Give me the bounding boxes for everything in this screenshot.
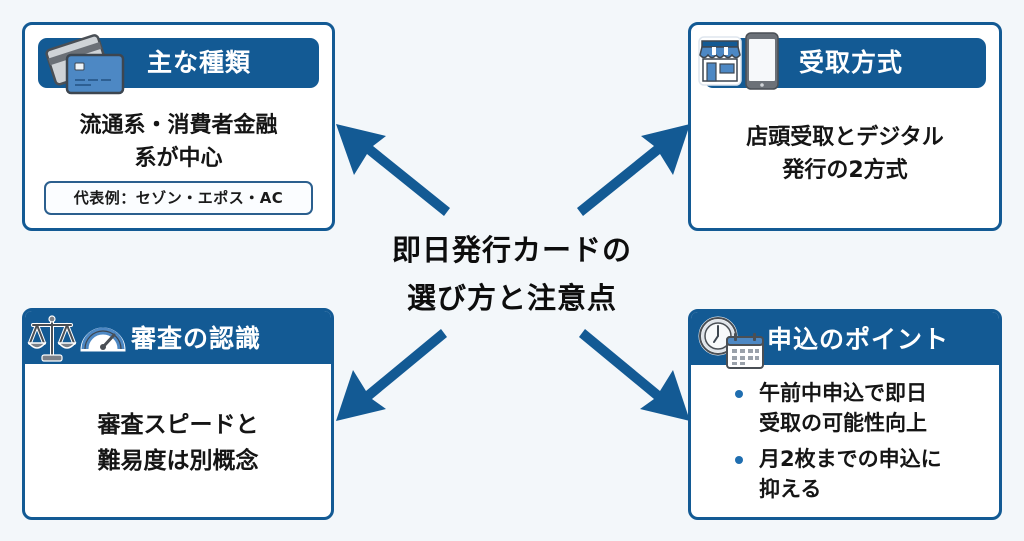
arrow-to-application — [579, 329, 690, 421]
box-body: 審査スピードと 難易度は別概念 — [25, 407, 331, 479]
bullet-dot-icon — [735, 456, 743, 464]
box-body: 店頭受取とデジタル 発行の2方式 — [691, 121, 999, 187]
bullet-line: 月2枚までの申込に — [759, 447, 942, 471]
box-title: 受取方式 — [799, 48, 904, 77]
calendar-icon — [726, 333, 764, 369]
arrow-to-types — [336, 124, 450, 216]
body-line: 発行の2方式 — [782, 158, 908, 183]
center-title: 即日発行カードの 選び方と注意点 — [340, 226, 684, 322]
credit-card-icon — [45, 34, 125, 95]
example-badge: 代表例：セゾン・エポス・AC — [44, 181, 313, 215]
box-header — [25, 311, 331, 364]
body-line: 店頭受取とデジタル — [746, 125, 944, 150]
bullet-item: 午前中申込で即日 受取の可能性向上 — [731, 378, 987, 438]
body-line: 審査スピードと — [97, 412, 259, 438]
bullet-list: 午前中申込で即日 受取の可能性向上 月2枚までの申込に 抑える — [731, 378, 987, 510]
arrow-to-receipt — [577, 124, 690, 216]
bullet-item: 月2枚までの申込に 抑える — [731, 444, 987, 504]
body-line: 系が中心 — [134, 146, 223, 171]
box-title: 主な種類 — [147, 48, 252, 77]
storefront-icon — [698, 36, 742, 86]
speedometer-icon — [80, 327, 126, 352]
scale-icon — [27, 315, 77, 362]
bullet-dot-icon — [735, 390, 743, 398]
box-application-points: 申込のポイント 午前中申込で即日 受取の可能性向上 月2枚までの申込に 抑える — [688, 309, 1002, 520]
body-line: 流通系・消費者金融 — [79, 113, 278, 138]
center-title-line2: 選び方と注意点 — [406, 281, 617, 315]
arrow-to-screening — [336, 329, 447, 421]
bullet-line: 受取の可能性向上 — [759, 411, 927, 435]
box-body: 流通系・消費者金融 系が中心 — [25, 109, 332, 175]
center-title-line1: 即日発行カードの — [391, 233, 632, 267]
box-receipt-methods: 受取方式 店頭受取とデジタル 発行の2方式 — [688, 22, 1002, 231]
body-line: 難易度は別概念 — [97, 448, 259, 474]
bullet-line: 午前中申込で即日 — [759, 381, 927, 405]
box-screening: 審査の認識 審査スピードと 難易度は別概念 — [22, 308, 334, 520]
box-title: 申込のポイント — [767, 325, 950, 354]
bullet-line: 抑える — [759, 477, 822, 501]
box-title: 審査の認識 — [131, 324, 262, 353]
smartphone-icon — [745, 32, 779, 90]
box-card-types: 主な種類 流通系・消費者金融 系が中心 代表例：セゾン・エポス・AC — [22, 22, 335, 231]
